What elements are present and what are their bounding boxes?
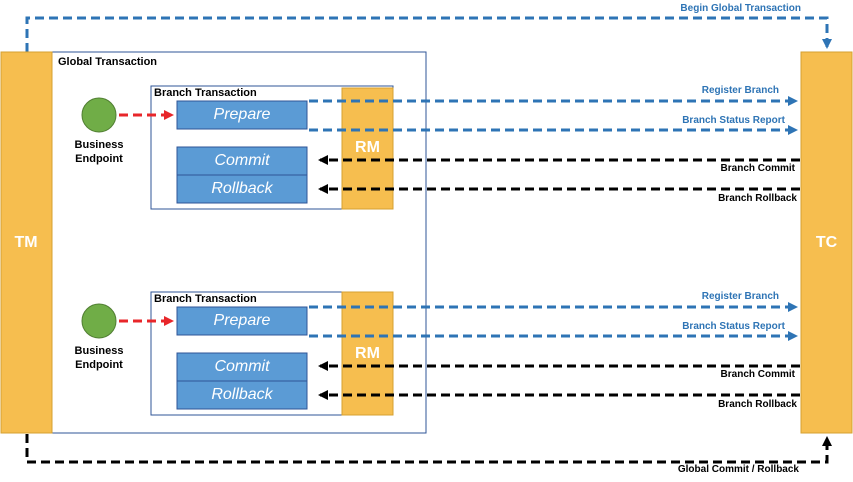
branch-rollback-label-2: Branch Rollback: [718, 399, 797, 410]
prepare-label-1: Prepare: [213, 106, 271, 123]
rm-label-2: RM: [355, 345, 380, 362]
global-transaction-title: Global Transaction: [58, 56, 158, 68]
tm-column: [0, 51, 53, 434]
tc-column: [800, 51, 853, 434]
begin-global-label: Begin Global Transaction: [680, 3, 801, 14]
register-branch-label-1: Register Branch: [701, 85, 779, 96]
commit-box-1: [176, 146, 308, 176]
tm-label: TM: [14, 234, 38, 251]
prepare-label-2: Prepare: [213, 312, 271, 329]
register-branch-label-2: Register Branch: [701, 291, 779, 302]
commit-label-2: Commit: [214, 358, 270, 375]
tc-label: TC: [815, 234, 838, 251]
business-endpoint-1: [81, 97, 117, 133]
rollback-box-1: [176, 174, 308, 204]
business-endpoint-2: [81, 303, 117, 339]
prepare-box-2: [176, 306, 308, 336]
branch-rollback-label-1: Branch Rollback: [718, 193, 797, 204]
rollback-box-2: [176, 380, 308, 410]
rollback-label-2: Rollback: [211, 386, 273, 403]
business-endpoint-label-2: Business Endpoint: [74, 345, 124, 372]
branch-commit-label-2: Branch Commit: [720, 369, 795, 380]
branch-commit-label-1: Branch Commit: [720, 163, 795, 174]
branch-status-label-2: Branch Status Report: [682, 321, 785, 332]
branch-title-2: Branch Transaction: [154, 293, 257, 305]
branch-status-label-1: Branch Status Report: [682, 115, 785, 126]
global-commit-label: Global Commit / Rollback: [677, 464, 799, 475]
commit-label-1: Commit: [214, 152, 270, 169]
commit-box-2: [176, 352, 308, 382]
rollback-label-1: Rollback: [211, 180, 273, 197]
business-endpoint-label-1: Business Endpoint: [74, 139, 124, 166]
begin-global-arrow: [25, 16, 832, 52]
rm-label-1: RM: [355, 139, 380, 156]
prepare-box-1: [176, 100, 308, 130]
global-commit-arrow: [25, 434, 832, 464]
branch-title-1: Branch Transaction: [154, 87, 257, 99]
